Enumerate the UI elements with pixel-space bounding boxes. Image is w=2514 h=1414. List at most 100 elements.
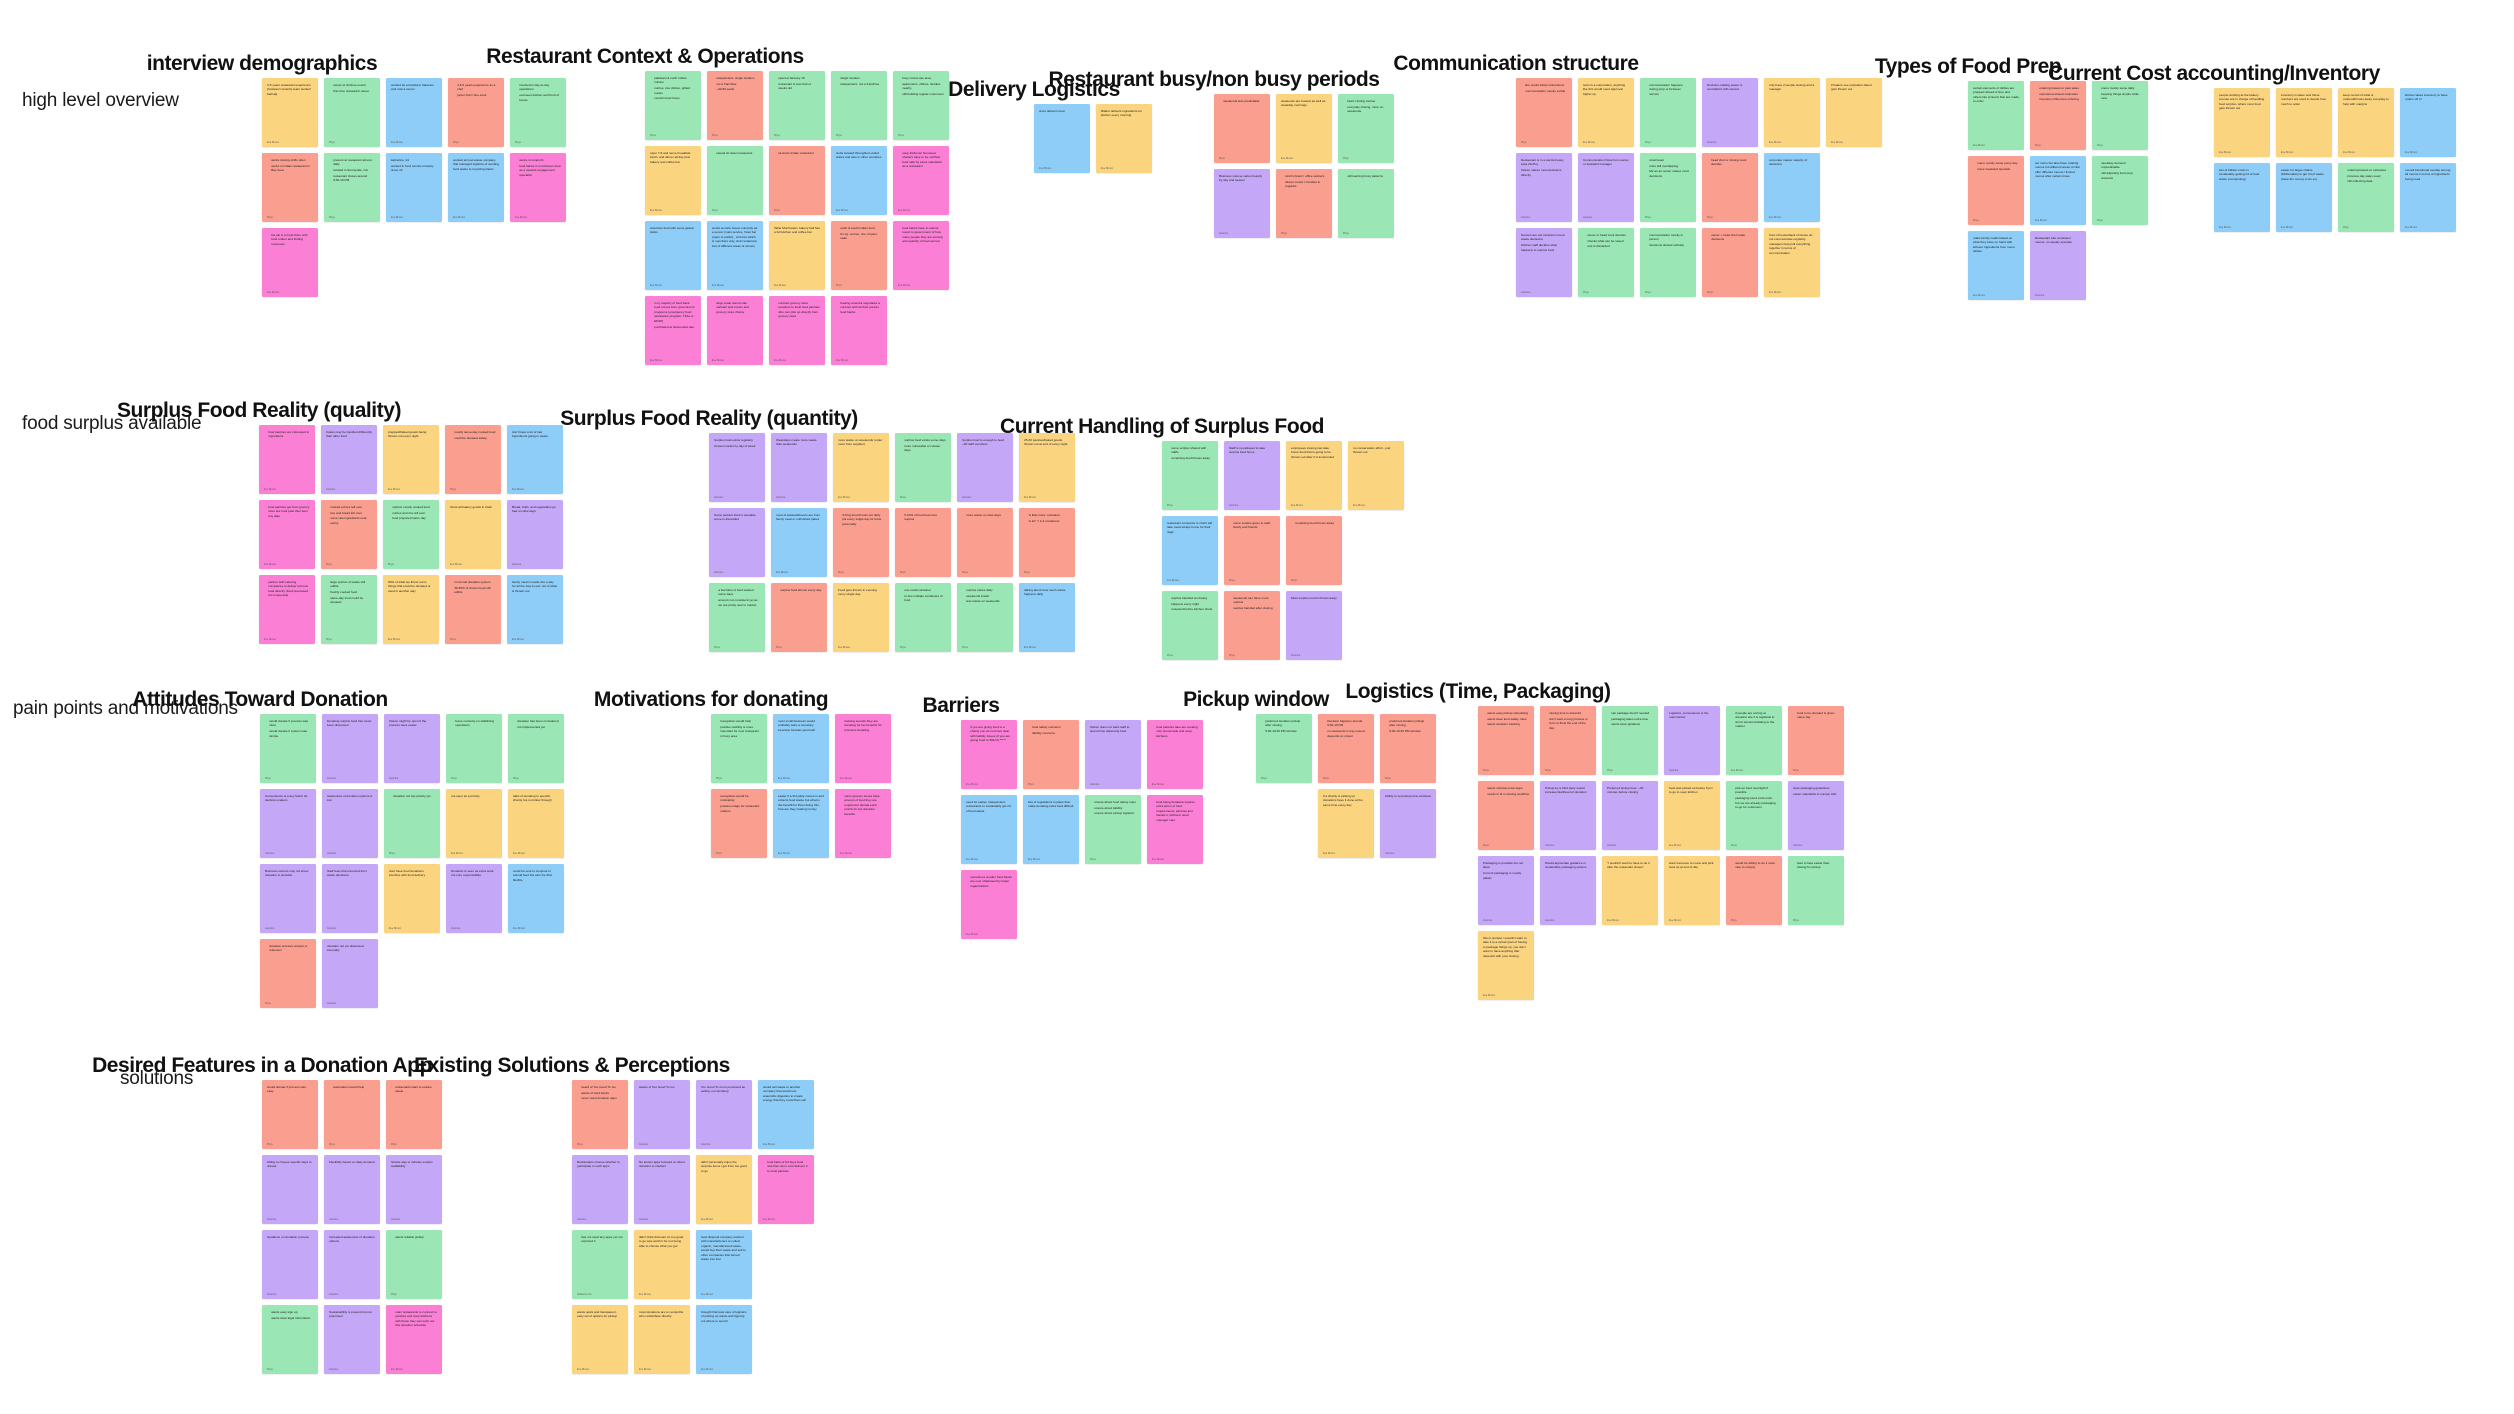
sticky-note[interactable]: present at restaurant almost dailylocate… bbox=[324, 153, 380, 222]
sticky-note[interactable]: would donate if process was clearwould d… bbox=[260, 714, 316, 783]
sticky-note[interactable]: face to face easier than having for pick… bbox=[1788, 856, 1844, 925]
sticky-note[interactable]: unsure about food safety rulesunsure abo… bbox=[1085, 795, 1141, 864]
sticky-note[interactable]: talks of donating to specific charity bu… bbox=[508, 789, 564, 858]
sticky-note[interactable]: certain elements of dishes are prepped a… bbox=[1968, 81, 2024, 150]
sticky-note[interactable]: lunch crowd = office workersdinner crowd… bbox=[1276, 169, 1332, 238]
sticky-note[interactable]: single locationindependent, not a franch… bbox=[831, 71, 887, 140]
sticky-note[interactable]: Some surplus food is reusable, some is d… bbox=[709, 508, 765, 577]
sticky-note[interactable]: food safety concernsliability concernsPr… bbox=[1023, 720, 1079, 789]
sticky-note[interactable]: weekends are busiest as well as weekday … bbox=[1276, 94, 1332, 163]
sticky-note[interactable]: Cakes may be handled differently than ot… bbox=[321, 425, 377, 494]
sticky-note[interactable]: most donations are to nonprofits who red… bbox=[634, 1305, 690, 1374]
sticky-note[interactable]: dont have food donations interfere with … bbox=[384, 864, 440, 933]
sticky-note[interactable]: basic closing routineeveryday closing, m… bbox=[1338, 94, 1394, 163]
sticky-note[interactable]: wants easy sign upwants clear legal info… bbox=[262, 1305, 318, 1374]
sticky-note[interactable]: Too Good To Go is perceived as selling, … bbox=[696, 1080, 752, 1149]
sticky-note[interactable]: Owner does not want staff to spend time … bbox=[1085, 720, 1141, 789]
sticky-note[interactable]: Donation is seen as extra work, not core… bbox=[446, 864, 502, 933]
sticky-note[interactable]: no formal donation system30-50% of throw… bbox=[445, 575, 501, 644]
sticky-note[interactable]: Restaurant is in a tourist-heavy area (S… bbox=[1516, 153, 1572, 222]
sticky-note[interactable]: wants easy pickup schedulingwants clear … bbox=[1478, 706, 1534, 775]
sticky-note[interactable]: some grocery stores have amount of food … bbox=[835, 789, 891, 858]
sticky-note[interactable]: communication mostly in persondecisions … bbox=[1640, 228, 1696, 297]
sticky-note[interactable]: focus currently on stabilizing operation… bbox=[446, 714, 502, 783]
sticky-note[interactable]: people working at the bakery counter are… bbox=[2214, 88, 2270, 157]
sticky-note[interactable]: ordering based on past salesexperience-b… bbox=[2030, 81, 2086, 150]
sticky-note[interactable]: Convenience is a key factor for decision… bbox=[260, 789, 316, 858]
sticky-note[interactable]: Staff is not allowed to take surplus foo… bbox=[1224, 441, 1280, 510]
sticky-note[interactable]: cooked curries left overrice and bread l… bbox=[321, 500, 377, 569]
sticky-note[interactable]: tracking sounds they are donating for ta… bbox=[835, 714, 891, 783]
sticky-note[interactable]: keep record of what is ordered/thrown aw… bbox=[2338, 88, 2394, 157]
sticky-note[interactable]: would be willing to do 1 more step to co… bbox=[1726, 856, 1782, 925]
sticky-note[interactable]: 1.5-2 years experience as a chefjunior c… bbox=[448, 78, 504, 147]
sticky-note[interactable]: clubs located throughout united states a… bbox=[831, 146, 887, 215]
sticky-note[interactable]: prepped/baked goods being thrown out eve… bbox=[383, 425, 439, 494]
sticky-note[interactable]: inventory is taken and those numbers are… bbox=[2276, 88, 2332, 157]
sticky-note[interactable]: easier if a 3rd party comes in and colle… bbox=[773, 789, 829, 858]
sticky-note[interactable]: most small business would probably want … bbox=[773, 714, 829, 783]
sticky-note[interactable]: food to be donated is given same dayPriy… bbox=[1788, 706, 1844, 775]
sticky-note[interactable]: Decision-making power is centralized wit… bbox=[1702, 78, 1758, 147]
sticky-note[interactable]: food pantries take are cooking only home… bbox=[1147, 720, 1203, 789]
sticky-note[interactable]: main restaurants to connect to pantries … bbox=[386, 1305, 442, 1374]
sticky-note[interactable]: ordering based on estimatesprevious day … bbox=[2338, 163, 2394, 232]
sticky-note[interactable]: a few kilos of food wasted some daysamou… bbox=[709, 583, 765, 652]
sticky-note[interactable]: want someone to come and pick food up at… bbox=[1664, 856, 1720, 925]
sticky-note[interactable]: Ability to choose specific days to donat… bbox=[262, 1155, 318, 1224]
sticky-note[interactable]: Restaurant has consistent menus, no week… bbox=[2030, 231, 2086, 300]
sticky-note[interactable]: more waste on weekends (order more from … bbox=[833, 433, 889, 502]
sticky-note[interactable]: works closing shifts oftenworks in India… bbox=[262, 153, 318, 222]
sticky-note[interactable]: busy mixed-use areaapartments, offices, … bbox=[893, 71, 949, 140]
sticky-note[interactable]: heard of Too Good To Goaware of food ban… bbox=[572, 1080, 628, 1149]
sticky-note[interactable]: food bank of NJ buys food and then at no… bbox=[758, 1155, 814, 1224]
sticky-note[interactable]: contract grocery store locations to loca… bbox=[769, 296, 825, 365]
sticky-note[interactable]: Weekdays create more waste than weekends… bbox=[771, 433, 827, 502]
sticky-note[interactable]: food pantries are interested in ingredie… bbox=[259, 425, 315, 494]
sticky-note[interactable]: food being donated requires extra terms … bbox=[1147, 795, 1203, 864]
sticky-note[interactable]: menu mostly same dailykeeping things sim… bbox=[2092, 81, 2148, 150]
sticky-note[interactable]: Owner might be open if the process were … bbox=[384, 714, 440, 783]
sticky-note[interactable]: 25-30 pastries/baked goods thrown out at… bbox=[1019, 433, 1075, 502]
sticky-note[interactable]: surplus mostly cooked foodcurries and ri… bbox=[383, 500, 439, 569]
sticky-note[interactable]: Table Morristown: bakery ball has a full… bbox=[769, 221, 825, 290]
sticky-note[interactable]: his job is to help them with food orders… bbox=[262, 228, 318, 297]
sticky-note[interactable]: soup kitchens/ homeless shelters have to… bbox=[893, 146, 949, 215]
sticky-note[interactable]: Decision happens around 9:30-10 PMon wee… bbox=[1318, 714, 1374, 783]
sticky-note[interactable]: food banks have to submit report to gove… bbox=[893, 221, 949, 290]
sticky-note[interactable]: Preferred pickup time: ~30 minutes befor… bbox=[1602, 781, 1658, 850]
sticky-note[interactable]: Sustainability is present but not promin… bbox=[324, 1305, 380, 1374]
sticky-note[interactable]: set menu but also have rotating menus bu… bbox=[2030, 156, 2086, 225]
sticky-note[interactable]: menu mostly same every daysome weekend s… bbox=[1968, 156, 2024, 225]
sticky-note[interactable]: partner with catering companies to deliv… bbox=[259, 575, 315, 644]
sticky-note[interactable]: would sell waste to another company that… bbox=[758, 1080, 814, 1149]
sticky-note[interactable]: some surplus given to staff, family and … bbox=[1224, 516, 1280, 585]
sticky-note[interactable]: lots of hidden costs in sustainably gett… bbox=[2214, 163, 2270, 232]
sticky-note[interactable]: some surplus shared with staffsremaining… bbox=[1162, 441, 1218, 510]
sticky-note[interactable]: need for easier, independent restaurants… bbox=[961, 795, 1017, 864]
sticky-note[interactable]: one small containerto few multiple conta… bbox=[895, 583, 951, 652]
sticky-note[interactable]: could be sent to compost or animal feed … bbox=[508, 864, 564, 933]
sticky-note[interactable]: if people are sorting at donation site i… bbox=[1726, 706, 1782, 775]
sticky-note[interactable]: surplus food exists some daysmore notice… bbox=[895, 433, 951, 502]
sticky-note[interactable]: has not used any apps yet not explored i… bbox=[572, 1230, 628, 1299]
